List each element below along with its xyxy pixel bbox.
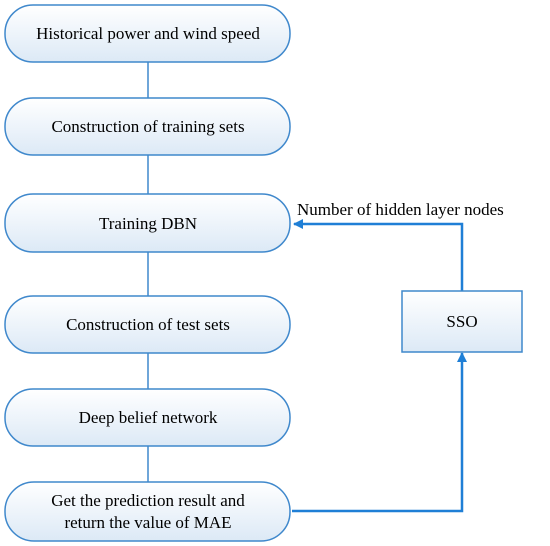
node-sso-shape — [401, 290, 523, 353]
node-historical-data-shape — [4, 4, 291, 63]
node-test-sets: Construction of test sets — [4, 295, 291, 354]
node-historical-data-label: Historical power and wind speed — [36, 24, 260, 43]
node-deep-belief-network: Deep belief network — [4, 388, 291, 447]
edge-label-hidden-layer-nodes: Number of hidden layer nodes — [297, 200, 504, 219]
node-prediction-result-shape — [4, 481, 291, 542]
node-prediction-result-label-line-2: return the value of MAE — [64, 513, 231, 532]
node-deep-belief-network-shape — [4, 388, 291, 447]
node-test-sets-shape — [4, 295, 291, 354]
node-prediction-result-label-line-1: Get the prediction result and — [51, 491, 245, 510]
node-training-sets-shape — [4, 97, 291, 156]
node-sso: SSO — [401, 290, 523, 353]
node-prediction-result: Get the prediction result and return the… — [4, 481, 291, 542]
node-sso-label: SSO — [446, 312, 477, 331]
node-test-sets-label: Construction of test sets — [66, 315, 230, 334]
arrow-prediction-to-sso — [292, 352, 467, 513]
node-training-dbn-shape — [4, 193, 291, 253]
arrow-sso-to-training-dbn — [293, 219, 464, 291]
node-historical-data: Historical power and wind speed — [4, 4, 291, 63]
node-training-sets-label: Construction of training sets — [51, 117, 244, 136]
node-training-sets: Construction of training sets — [4, 97, 291, 156]
feedback-group — [292, 219, 467, 513]
node-deep-belief-network-label: Deep belief network — [79, 408, 218, 427]
node-training-dbn: Training DBN — [4, 193, 291, 253]
node-training-dbn-label: Training DBN — [99, 214, 197, 233]
